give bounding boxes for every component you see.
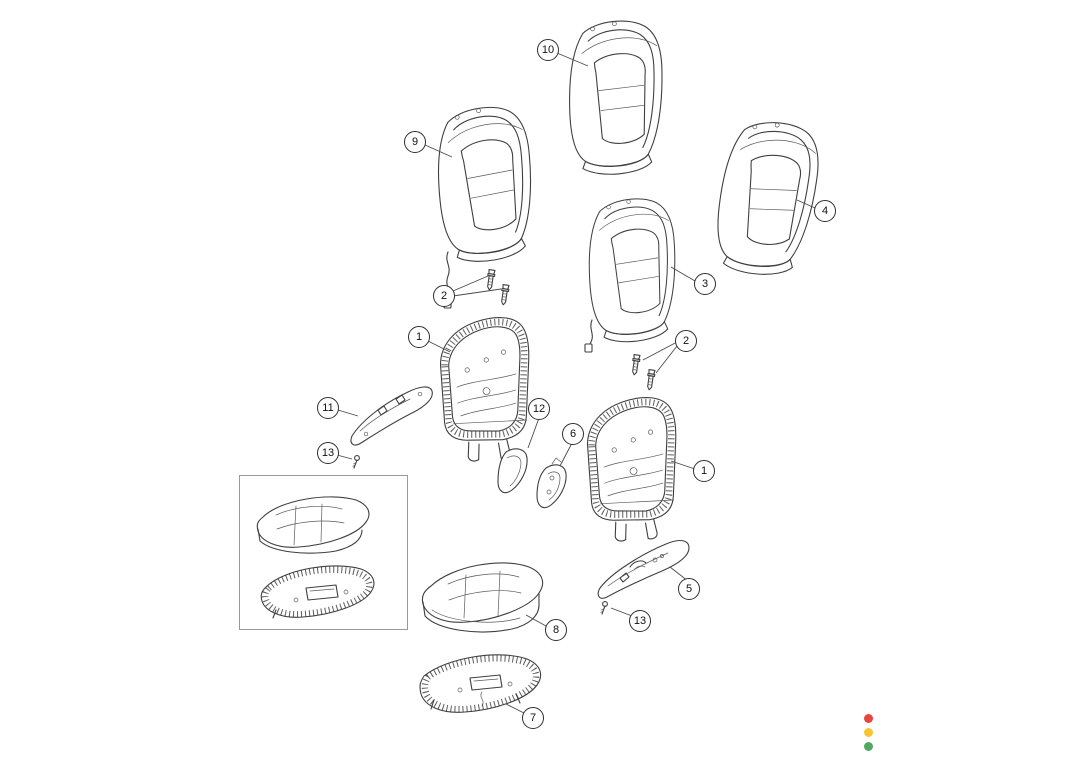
leader-lines — [336, 52, 816, 714]
callout-label: 5 — [685, 583, 693, 595]
part-screw-13-right — [600, 601, 608, 615]
callout-10[interactable]: 10 — [537, 39, 559, 61]
part-screw-13-left — [352, 455, 360, 469]
callout-12[interactable]: 12 — [528, 398, 550, 420]
part-seat-cushion-pad-7 — [419, 654, 542, 713]
callout-label: 2 — [440, 290, 448, 302]
wire-harness — [589, 319, 593, 345]
part-seat-back-cover-10 — [564, 18, 668, 177]
callout-label: 1 — [415, 331, 423, 343]
callout-label: 2 — [682, 335, 690, 347]
callout-6[interactable]: 6 — [562, 423, 584, 445]
callout-label: 9 — [411, 136, 419, 148]
callout-label: 12 — [532, 403, 546, 415]
part-seat-cushion-cover-8 — [421, 562, 544, 633]
callout-label: 1 — [700, 465, 708, 477]
callout-label: 3 — [701, 278, 709, 290]
inset-panel — [239, 475, 408, 630]
callout-1-left[interactable]: 1 — [408, 326, 430, 348]
callout-2-right[interactable]: 2 — [675, 330, 697, 352]
part-seat-back-frame-1-left — [434, 315, 540, 465]
callout-label: 10 — [541, 44, 555, 56]
callout-9[interactable]: 9 — [404, 131, 426, 153]
inset-cushion-pad — [260, 565, 375, 619]
part-seat-back-frame-1-right — [581, 395, 687, 545]
callout-label: 13 — [633, 615, 647, 627]
callout-3[interactable]: 3 — [694, 273, 716, 295]
status-dot-green — [864, 742, 873, 751]
status-dot-yellow — [864, 728, 873, 737]
callout-label: 13 — [321, 447, 335, 459]
part-side-shield-5 — [597, 539, 690, 599]
callout-13-left[interactable]: 13 — [317, 442, 339, 464]
part-seat-back-cover-4 — [712, 117, 823, 280]
callout-2-left[interactable]: 2 — [433, 285, 455, 307]
callout-4[interactable]: 4 — [814, 200, 836, 222]
callout-label: 4 — [821, 205, 829, 217]
callout-7[interactable]: 7 — [522, 707, 544, 729]
callout-label: 8 — [552, 624, 560, 636]
callout-1-right[interactable]: 1 — [693, 460, 715, 482]
inset-cushion-cover — [256, 496, 370, 554]
part-side-shield-11 — [350, 386, 433, 446]
callout-label: 6 — [569, 428, 577, 440]
callout-8[interactable]: 8 — [545, 619, 567, 641]
callout-label: 7 — [529, 712, 537, 724]
callout-5[interactable]: 5 — [678, 578, 700, 600]
callout-label: 11 — [322, 402, 334, 414]
part-trim-cover-12 — [497, 448, 528, 494]
status-indicator — [864, 714, 873, 751]
part-bolts-2-left — [485, 268, 510, 306]
callout-13-right[interactable]: 13 — [629, 610, 651, 632]
callout-11[interactable]: 11 — [317, 397, 339, 419]
status-dot-red — [864, 714, 873, 723]
part-seat-back-cover-3 — [582, 195, 684, 353]
part-trim-bracket-6 — [536, 457, 567, 509]
